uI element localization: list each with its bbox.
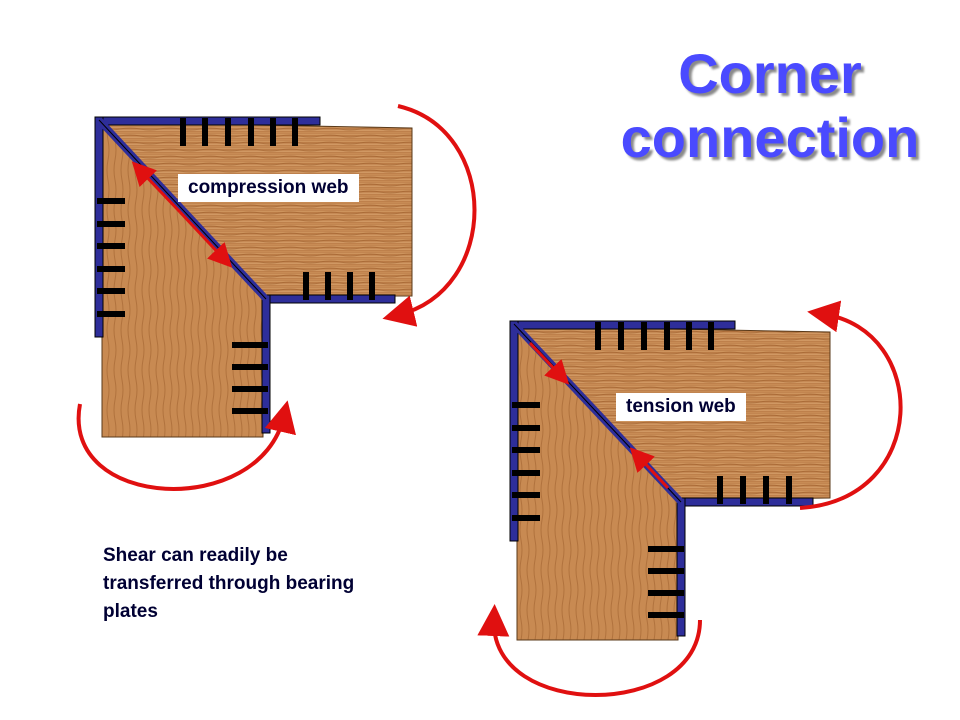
nail-mark xyxy=(512,425,540,431)
compression-joint xyxy=(76,104,477,491)
nail-mark xyxy=(303,272,309,300)
nail-row-inner-bottom-left xyxy=(303,272,375,300)
web-force-arrow xyxy=(528,341,570,385)
nail-mark xyxy=(225,118,231,146)
nail-mark xyxy=(717,476,723,504)
nail-mark xyxy=(648,612,684,618)
nail-mark xyxy=(763,476,769,504)
moment-arrow xyxy=(799,300,903,510)
nail-row-top-right xyxy=(595,322,714,350)
nail-mark xyxy=(648,568,684,574)
nail-mark xyxy=(270,118,276,146)
nail-mark xyxy=(347,272,353,300)
web-force-arrow xyxy=(178,210,233,268)
title-line-2: connection xyxy=(620,106,920,169)
nail-mark xyxy=(292,118,298,146)
nail-row-top-left xyxy=(180,118,298,146)
nail-row-side-left xyxy=(97,198,125,317)
compression-web-label: compression web xyxy=(178,174,359,202)
nail-row-side-right xyxy=(512,402,540,521)
shear-note: Shear can readily be transferred through… xyxy=(103,545,355,622)
nail-mark xyxy=(97,221,125,227)
nail-mark xyxy=(708,322,714,350)
tension-joint xyxy=(477,300,903,697)
nail-mark xyxy=(202,118,208,146)
nail-mark xyxy=(512,492,540,498)
nail-mark xyxy=(618,322,624,350)
nail-mark xyxy=(664,322,670,350)
nail-mark xyxy=(648,590,684,596)
nail-mark xyxy=(180,118,186,146)
nail-mark xyxy=(97,288,125,294)
nail-mark xyxy=(595,322,601,350)
nail-row-inner-bottom-right xyxy=(717,476,792,504)
nail-mark xyxy=(232,364,268,370)
moment-arrow xyxy=(382,104,477,327)
nail-mark xyxy=(232,386,268,392)
nail-mark xyxy=(97,311,125,317)
nail-mark xyxy=(786,476,792,504)
nail-mark xyxy=(232,342,268,348)
nail-mark xyxy=(512,402,540,408)
nail-mark xyxy=(740,476,746,504)
web-force-arrow xyxy=(131,161,182,214)
nail-mark xyxy=(232,408,268,414)
nail-mark xyxy=(97,266,125,272)
nail-mark xyxy=(325,272,331,300)
nail-mark xyxy=(369,272,375,300)
nail-row-inner-side-left xyxy=(232,342,268,414)
nail-mark xyxy=(512,447,540,453)
nail-mark xyxy=(686,322,692,350)
nail-mark xyxy=(512,470,540,476)
moment-arrow xyxy=(477,604,702,697)
nail-row-inner-side-right xyxy=(648,546,684,618)
nail-mark xyxy=(97,198,125,204)
nail-mark xyxy=(641,322,647,350)
title-line-1: Corner xyxy=(678,42,862,105)
diagonal-plate-edge-left xyxy=(98,119,267,300)
nail-mark xyxy=(648,546,684,552)
slide-title: Corner connection xyxy=(590,42,950,170)
moment-arrow xyxy=(76,400,296,491)
nail-mark xyxy=(512,515,540,521)
web-force-arrow xyxy=(629,447,670,490)
nail-mark xyxy=(248,118,254,146)
nail-mark xyxy=(97,243,125,249)
tension-web-label: tension web xyxy=(616,393,746,421)
